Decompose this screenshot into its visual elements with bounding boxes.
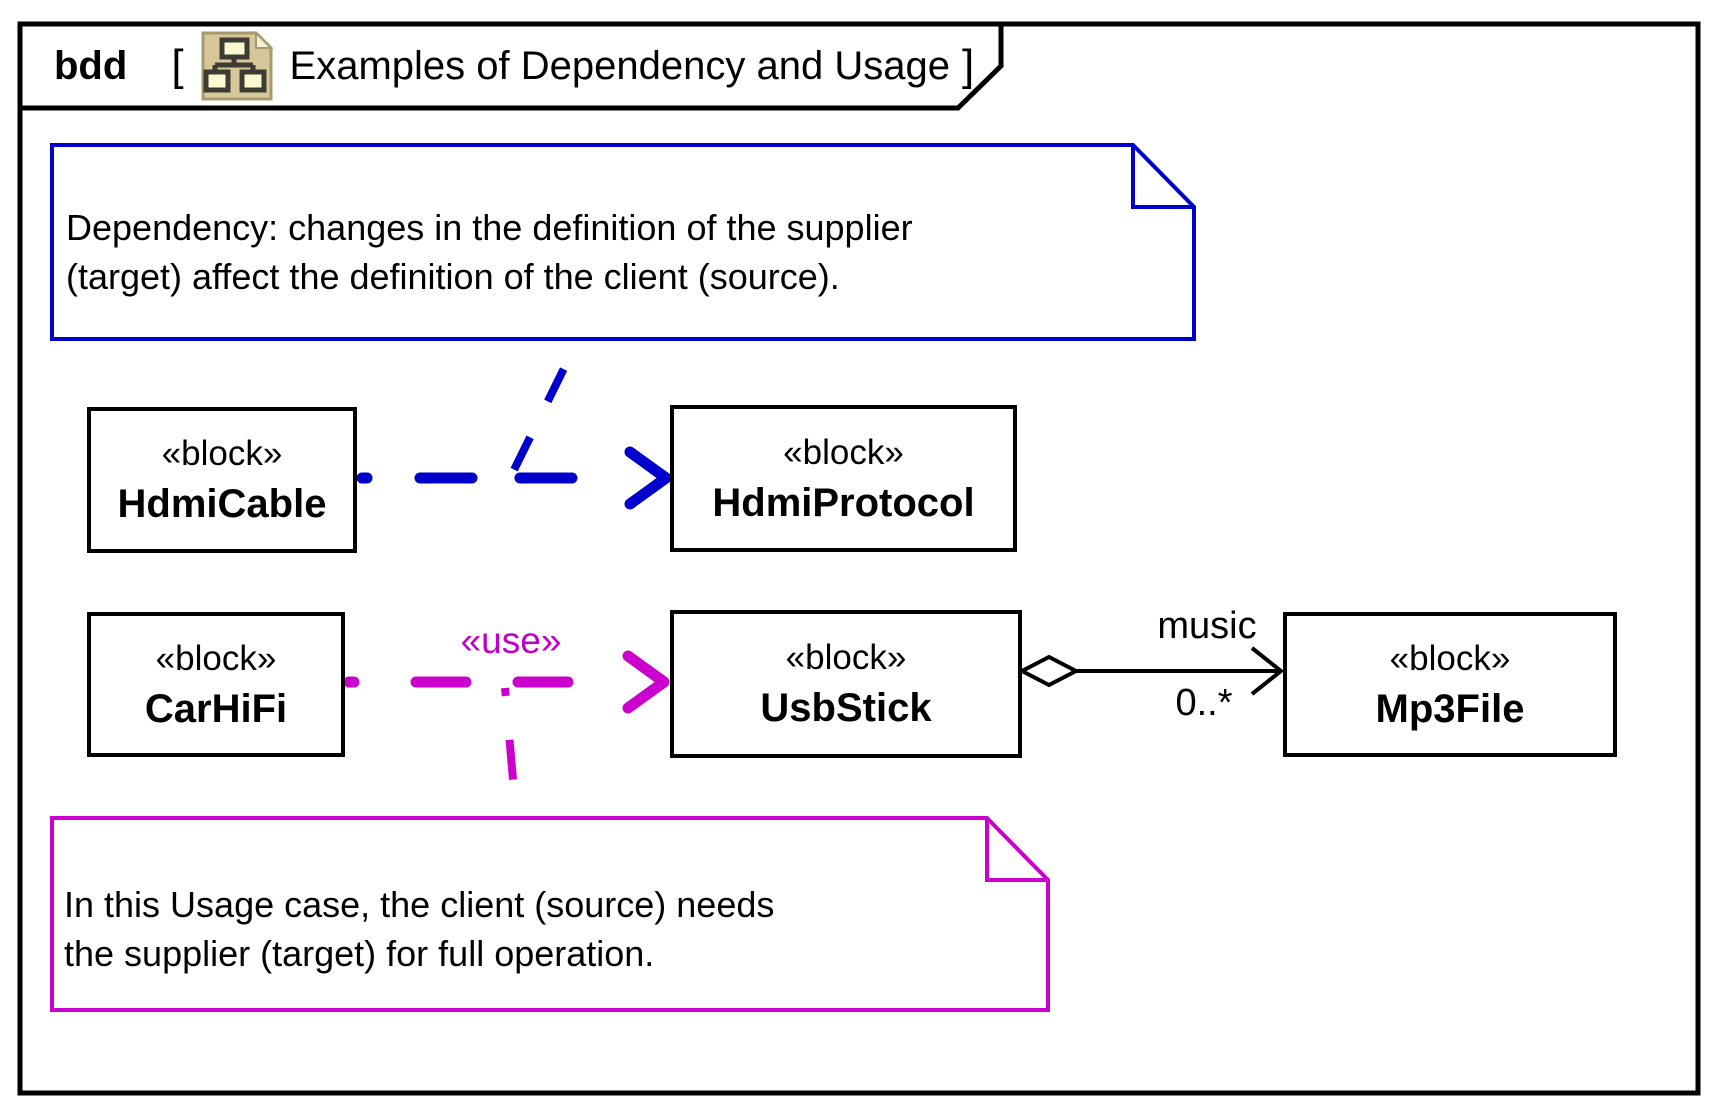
block-stereotype: «block» — [161, 434, 283, 473]
block-stereotype: «block» — [783, 432, 904, 472]
block-name: CarHiFi — [144, 686, 288, 731]
dependency-connector[interactable] — [356, 446, 672, 510]
block-stereotype: «block» — [155, 638, 277, 678]
block-hdmiprotocol[interactable]: «block» HdmiProtocol — [670, 405, 1017, 552]
block-carhifi[interactable]: «block» CarHiFi — [87, 612, 345, 757]
usage-note-shape[interactable] — [50, 816, 1050, 1012]
use-stereotype-label: «use» — [460, 620, 562, 661]
diagram-frame-border — [17, 21, 1701, 1096]
block-stereotype: «block» — [785, 638, 907, 677]
block-usbstick[interactable]: «block» UsbStick — [670, 610, 1022, 758]
frame-close-bracket: ] — [961, 41, 975, 90]
usage-note-anchor — [501, 687, 520, 815]
block-name: Mp3File — [1375, 686, 1525, 731]
aggregation-multiplicity-label: 0..* — [1175, 682, 1233, 724]
bdd-diagram-icon — [200, 30, 274, 101]
block-mp3file[interactable]: «block» Mp3File — [1283, 612, 1617, 757]
aggregation-connector[interactable] — [1017, 646, 1285, 696]
frame-header: bdd [ Examples of Dependency and Usage ] — [20, 24, 1000, 108]
usage-connector[interactable] — [343, 650, 670, 714]
dependency-note-text: Dependency: changes in the definition of… — [66, 207, 913, 297]
frame-title: Examples of Dependency and Usage — [289, 43, 950, 88]
block-stereotype: «block» — [1389, 638, 1511, 678]
block-hdmicable[interactable]: «block» HdmiCable — [87, 407, 357, 553]
block-name: HdmiProtocol — [712, 480, 975, 525]
aggregation-role-label: music — [1157, 605, 1257, 647]
block-name: HdmiCable — [117, 482, 327, 526]
usage-note-text: In this Usage case, the client (source) … — [64, 884, 775, 974]
block-name: UsbStick — [760, 686, 932, 730]
frame-open-bracket: [ — [171, 41, 184, 90]
dependency-note-shape[interactable] — [50, 143, 1196, 341]
dependency-note-anchor — [507, 342, 580, 478]
frame-keyword: bdd — [54, 43, 128, 88]
